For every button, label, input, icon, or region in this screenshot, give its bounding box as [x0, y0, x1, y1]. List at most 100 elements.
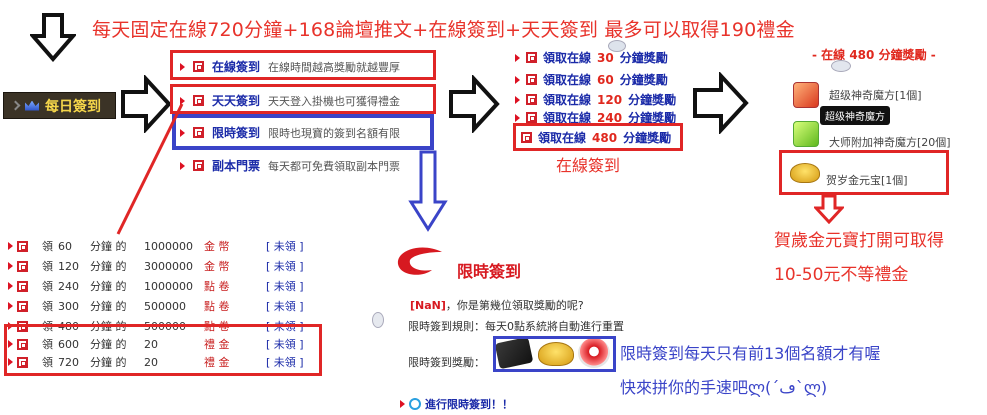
- cursor-icon: [608, 40, 626, 52]
- reward-minutes: 120: [597, 92, 623, 107]
- triangle-icon: [515, 95, 520, 104]
- row-status: [ 未領 ]: [266, 280, 304, 293]
- reward-suffix: 分鐘獎勵: [628, 111, 677, 125]
- menu-item-online-signin[interactable]: 在線簽到 在線時間越高獎勵就越豐厚: [180, 58, 400, 75]
- row-of: 分鐘 的: [90, 260, 127, 273]
- right-arrow-icon: [693, 72, 749, 134]
- row-minutes: 60: [58, 239, 72, 253]
- reward-item-label: 大师附加神奇魔方[20個]: [829, 136, 951, 149]
- reward-item[interactable]: 大师附加神奇魔方[20個]: [793, 118, 951, 150]
- reward-suffix: 分鐘獎勵: [628, 93, 677, 107]
- user-name: [NaN]: [410, 299, 446, 312]
- start-timed-signin-label: 進行限時簽到！！: [425, 398, 513, 411]
- timed-note-1: 限時簽到每天只有前13個名額才有喔: [620, 344, 881, 363]
- row-minutes: 120: [58, 259, 79, 273]
- reward-prefix: 領取在線: [543, 51, 592, 65]
- bullet-icon: [193, 127, 204, 138]
- reward-item[interactable]: 贺岁金元宝[1個]: [790, 158, 908, 188]
- highlight-box: [779, 150, 949, 195]
- reward-item-label: 贺岁金元宝[1個]: [826, 174, 908, 187]
- row-minutes: 300: [58, 299, 79, 313]
- start-timed-signin-link[interactable]: 進行限時簽到！！: [400, 396, 513, 412]
- user-line-text: ，你是第幾位領取獎勵的呢?: [445, 299, 584, 312]
- triangle-icon: [180, 161, 185, 170]
- reward-minutes: 240: [597, 110, 623, 125]
- triangle-icon: [515, 75, 520, 84]
- reward-orb-icon: [578, 338, 610, 368]
- menu-item-title: 限時簽到: [212, 126, 261, 140]
- right-arrow-icon: [449, 75, 500, 133]
- bullet-icon: [17, 240, 28, 252]
- cursor-icon: [372, 312, 384, 328]
- highlight-box: [493, 336, 616, 372]
- row-status: [ 未領 ]: [266, 356, 304, 369]
- reward-suffix: 分鐘獎勵: [619, 73, 668, 87]
- row-quantity: 1000000: [144, 279, 193, 293]
- row-minutes: 720: [58, 355, 79, 369]
- chevron-right-icon: [10, 100, 21, 111]
- triangle-icon: [515, 53, 520, 62]
- menu-item-title: 在線簽到: [212, 60, 261, 74]
- triangle-icon: [400, 400, 405, 408]
- row-quantity: 3000000: [144, 259, 193, 273]
- bullet-icon: [17, 356, 28, 368]
- menu-item-desc: 限時也現寶的簽到名額有限: [268, 126, 401, 140]
- row-verb: 領: [42, 260, 53, 273]
- reward-suffix: 分鐘獎勵: [619, 51, 668, 65]
- bullet-icon: [521, 132, 532, 143]
- row-quantity: 20: [144, 355, 158, 369]
- row-quantity: 1000000: [144, 239, 193, 253]
- highlight-box: [513, 123, 683, 151]
- row-unit: 禮 金: [204, 338, 230, 351]
- row-quantity: 20: [144, 337, 158, 351]
- menu-item-title: 天天簽到: [212, 94, 261, 108]
- swirl-logo-icon: [397, 247, 442, 275]
- row-unit: 金 幣: [204, 260, 230, 273]
- row-of: 分鐘 的: [90, 280, 127, 293]
- menu-item-dungeon-ticket[interactable]: 副本門票 每天都可免費領取副本門票: [180, 157, 400, 174]
- bullet-icon: [193, 61, 204, 72]
- bullet-icon: [526, 52, 537, 63]
- reward-item[interactable]: 超级神奇魔方[1個]: [793, 82, 922, 108]
- timed-title: 限時簽到: [457, 262, 522, 281]
- daily-signin-button[interactable]: 每日簽到: [3, 92, 116, 119]
- reward-prefix: 領取在線: [538, 131, 587, 145]
- timed-note-2: 快來拼你的手速吧ლ(´ڡ`ლ): [620, 378, 828, 397]
- gold-note-2: 10-50元不等禮金: [774, 265, 909, 285]
- bullet-icon: [526, 94, 537, 105]
- row-verb: 領: [42, 338, 53, 351]
- bullet-icon: [17, 260, 28, 272]
- triangle-icon: [180, 62, 185, 71]
- gold-ingot-icon: [790, 163, 820, 183]
- row-verb: 領: [42, 240, 53, 253]
- menu-item-daily-signin[interactable]: 天天簽到 天天登入掛機也可獲得禮金: [180, 92, 400, 109]
- bullet-icon: [526, 74, 537, 85]
- bullet-icon: [17, 300, 28, 312]
- highlight-box: [170, 84, 436, 114]
- row-minutes: 240: [58, 279, 79, 293]
- online-signin-note: 在線簽到: [556, 156, 621, 175]
- timed-user-line: [NaN]，你是第幾位領取獎勵的呢?: [410, 297, 584, 313]
- menu-item-timed-signin[interactable]: 限時簽到 限時也現寶的簽到名額有限: [180, 124, 400, 141]
- reward-minutes: 60: [597, 72, 614, 87]
- bullet-icon: [526, 112, 537, 123]
- bullet-icon: [193, 95, 204, 106]
- triangle-icon: [8, 282, 13, 290]
- headline-text: 每天固定在線720分鐘+168論壇推文+在線簽到+天天簽到 最多可以取得190禮…: [92, 19, 795, 41]
- blue-down-arrow-icon: [408, 150, 448, 232]
- reward-panel-title: - 在線 480 分鐘獎勵 -: [812, 48, 936, 62]
- row-minutes: 600: [58, 337, 79, 351]
- row-verb: 領: [42, 280, 53, 293]
- highlight-box: [170, 50, 436, 80]
